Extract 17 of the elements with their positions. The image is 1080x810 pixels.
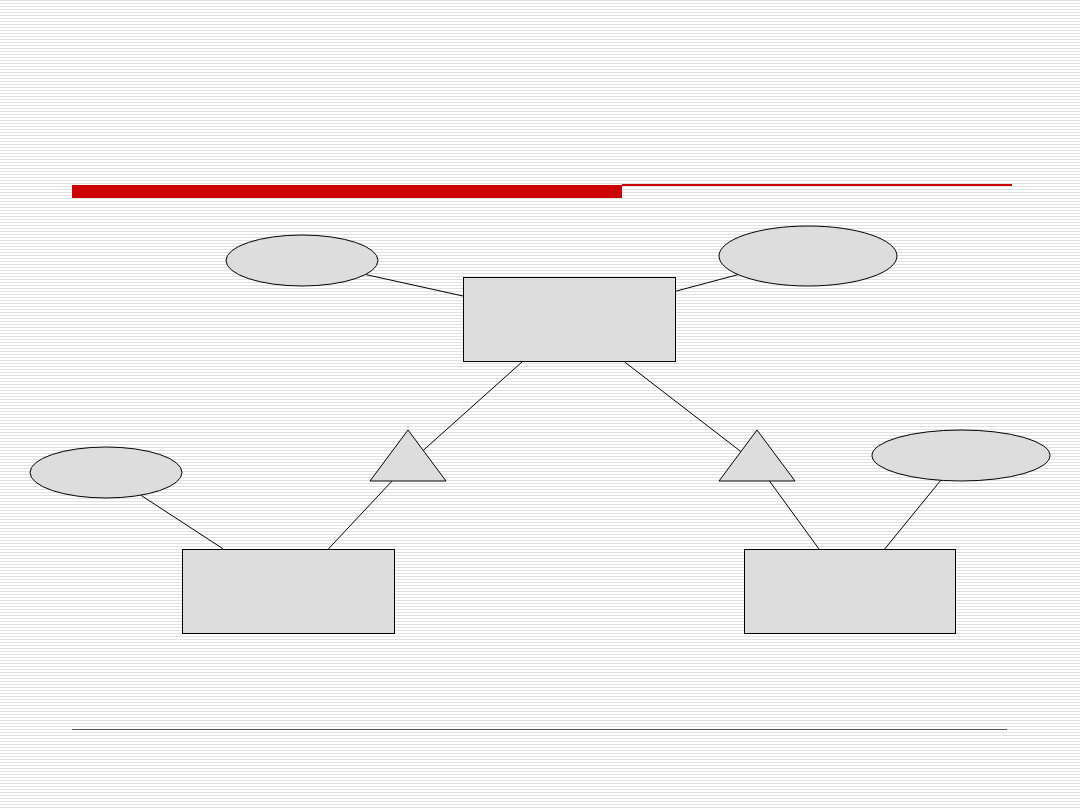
connector-line (768, 480, 820, 550)
connector-line (884, 479, 942, 550)
attribute-ellipse (719, 226, 897, 286)
isa-triangle (719, 430, 795, 481)
connector-line (675, 274, 739, 292)
isa-triangle (370, 430, 446, 481)
attribute-ellipse (872, 430, 1050, 481)
connector-line (140, 494, 224, 550)
attribute-ellipse (226, 235, 378, 286)
connector-line (422, 361, 523, 451)
attribute-ellipse (30, 447, 182, 498)
connector-line (624, 361, 742, 453)
connector-line (327, 480, 393, 550)
entity-box (463, 277, 676, 362)
entity-box (744, 549, 956, 634)
connector-line (365, 274, 464, 297)
entity-box (182, 549, 395, 634)
